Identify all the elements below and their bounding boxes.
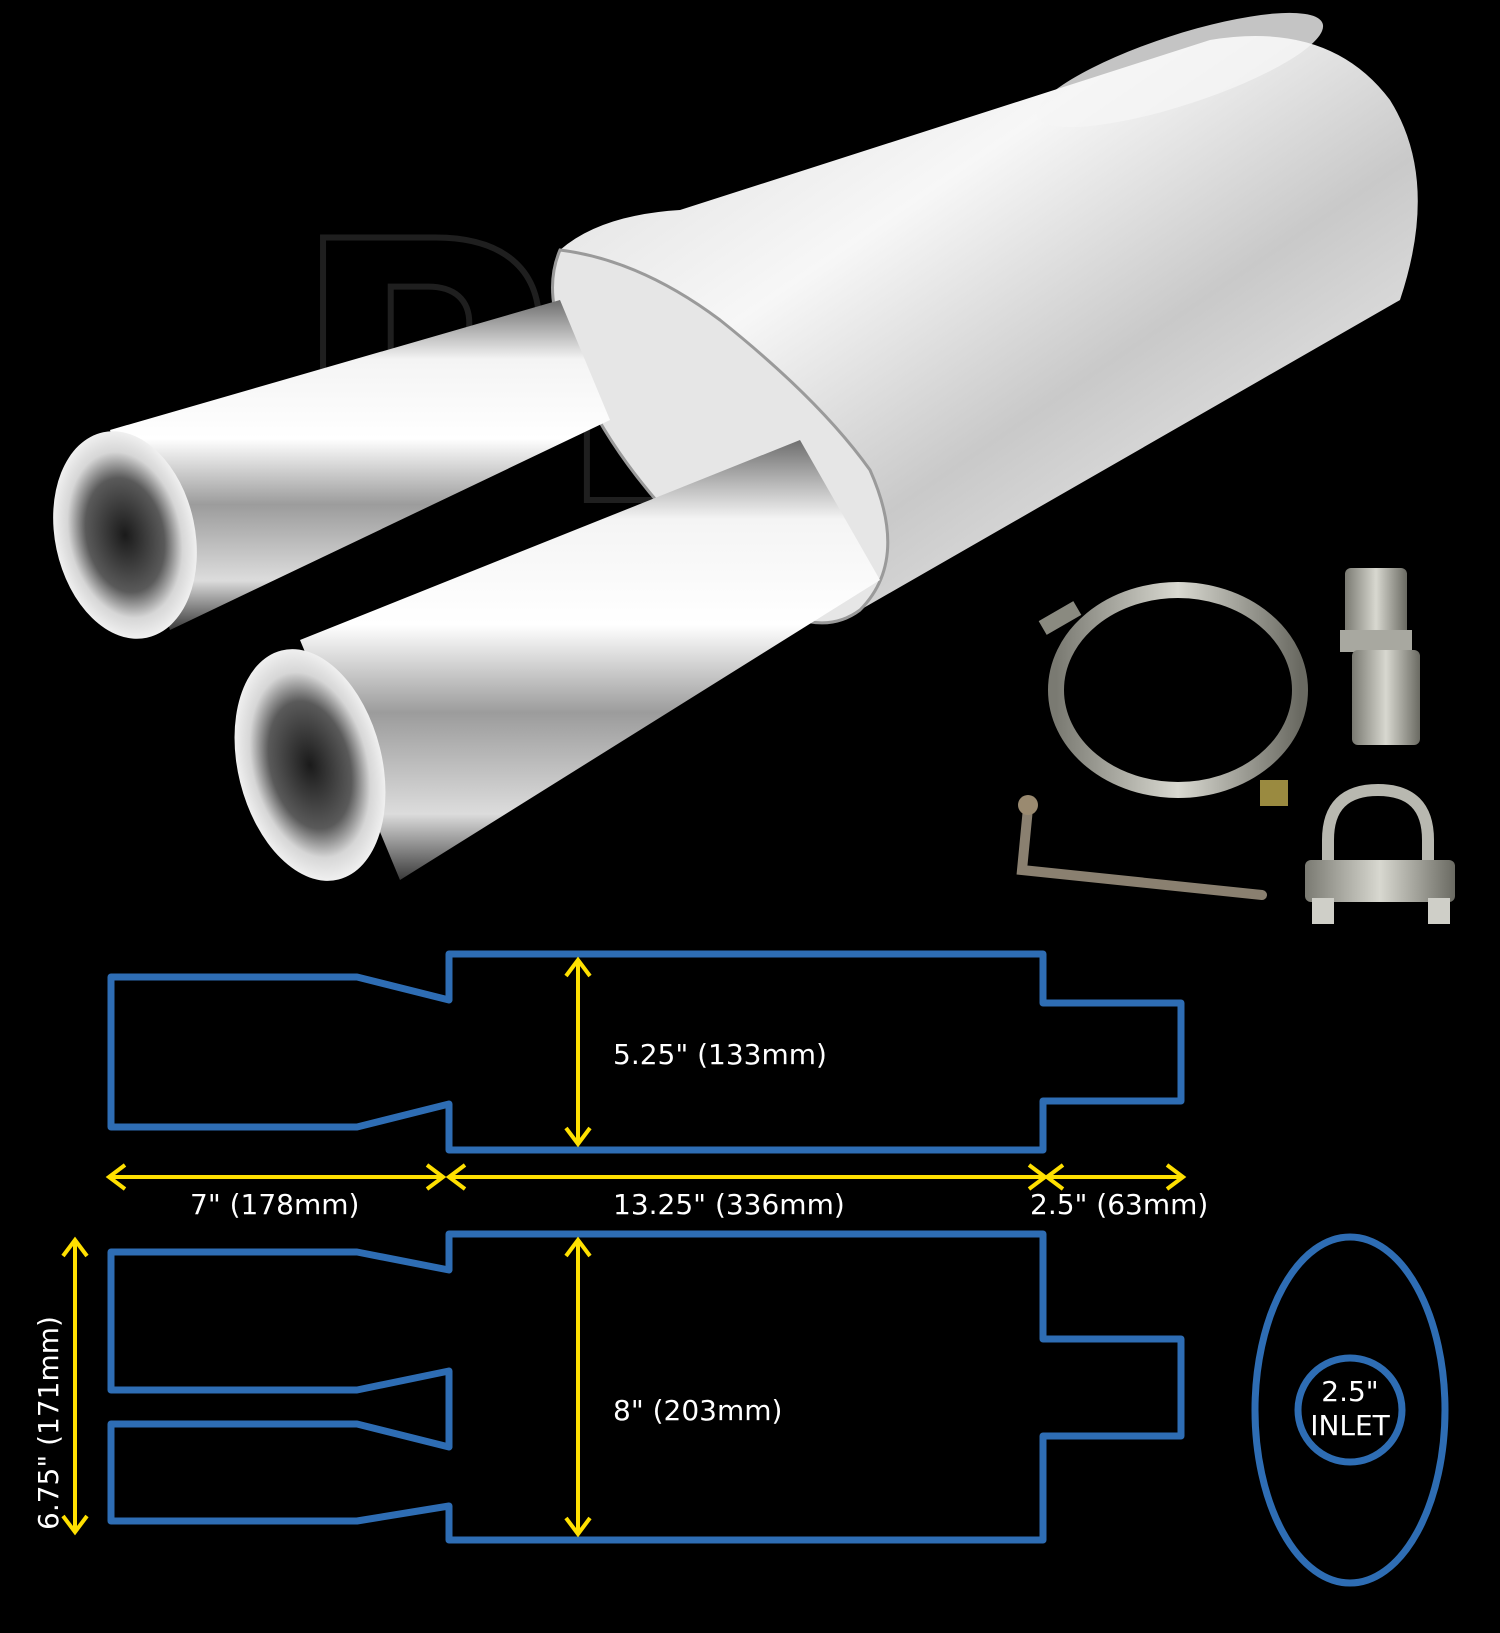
upper-tailpipe-mouth [53,431,197,639]
inlet-length-arrow [1043,1163,1187,1191]
dimension-arrows [61,956,1187,1538]
u-bolt-clamp [1305,783,1455,924]
strap-hanger-clamp [1038,582,1308,806]
body-length-label: 13.25" (336mm) [613,1188,845,1221]
tip-length-label: 7" (178mm) [190,1188,359,1221]
body-length-arrow [445,1163,1049,1191]
reducer-sleeve [1340,568,1420,745]
exhaust-photo [53,12,1455,924]
side-height-arrow [564,956,592,1148]
tips-span-label: 6.75" (171mm) [32,1316,65,1530]
upper-tailpipe [53,300,610,639]
side-view-outline [107,950,1185,1154]
lower-tailpipe [234,440,880,881]
l-shaped-bolt [1016,795,1267,900]
top-view-outline [107,1230,1185,1544]
inlet-length-label: 2.5" (63mm) [1030,1188,1208,1221]
lower-tailpipe-mouth [234,649,386,881]
top-width-label: 8" (203mm) [613,1394,782,1427]
inlet-circle [1294,1354,1406,1466]
tips-span-arrow [61,1236,89,1536]
side-height-label: 5.25" (133mm) [613,1038,827,1071]
end-view-oval [1251,1233,1449,1587]
inlet-size-label: 2.5" [1321,1375,1378,1408]
side-view [107,950,1185,1154]
top-width-arrow [564,1236,592,1538]
tip-length-arrow [105,1163,447,1191]
inlet-word-label: INLET [1310,1409,1390,1442]
end-view: 2.5" INLET [1251,1233,1449,1587]
top-view [107,1230,1185,1544]
